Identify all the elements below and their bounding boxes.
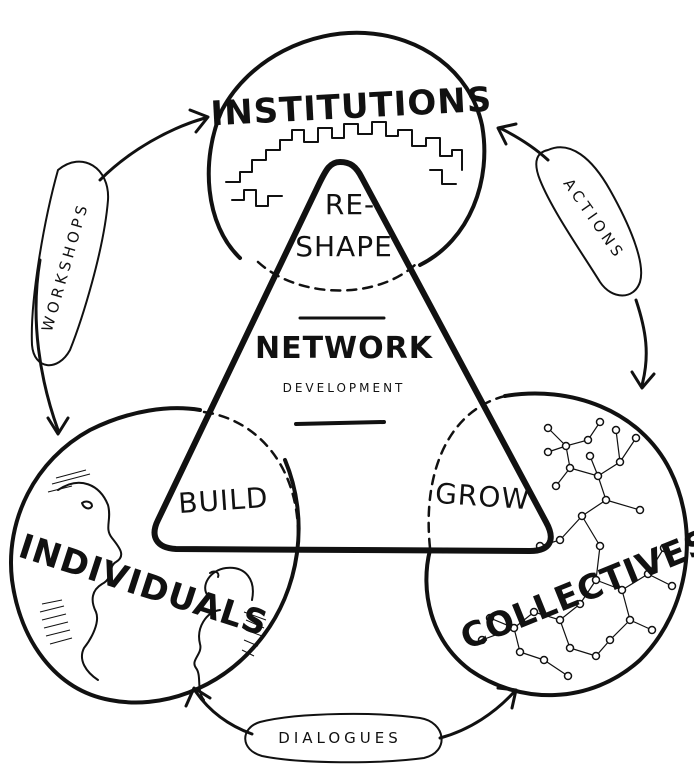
face-left-drawing xyxy=(57,481,123,681)
network-label: NETWORK xyxy=(255,331,434,366)
dialogues-pill xyxy=(244,712,443,764)
collectives-circle xyxy=(424,391,689,698)
arrow-actions xyxy=(496,122,656,390)
workshops-pill xyxy=(30,160,110,367)
arrow-workshops xyxy=(30,108,210,436)
face-right-drawing xyxy=(193,609,221,701)
dialogues-label: DIALOGUES xyxy=(278,729,401,747)
development-label: DEVELOPMENT xyxy=(283,381,406,395)
build-label: BUILD xyxy=(177,481,269,520)
network-nodes xyxy=(477,417,677,681)
institutions-label: INSTITUTIONS xyxy=(210,80,494,135)
divider-bottom xyxy=(294,420,386,426)
actions-pill xyxy=(535,146,643,297)
network-triangle xyxy=(151,159,554,554)
arrow-dialogues xyxy=(184,686,518,764)
reshape-dashed-arc xyxy=(256,260,420,292)
hatching-right xyxy=(241,611,267,657)
actions-label: ACTIONS xyxy=(560,175,629,263)
grow-dashed-arc xyxy=(427,394,507,550)
skyline-drawing xyxy=(225,121,463,183)
institutions-circle xyxy=(206,30,487,267)
individuals-circle xyxy=(9,406,301,705)
build-dashed-arc xyxy=(202,410,300,542)
reshape-label-line2: SHAPE xyxy=(295,230,393,263)
individuals-label: INDIVIDUALS xyxy=(14,526,273,644)
grow-label: GROW xyxy=(434,477,531,517)
hatching-left xyxy=(39,469,91,645)
reshape-label-line1: RE- xyxy=(325,188,375,221)
